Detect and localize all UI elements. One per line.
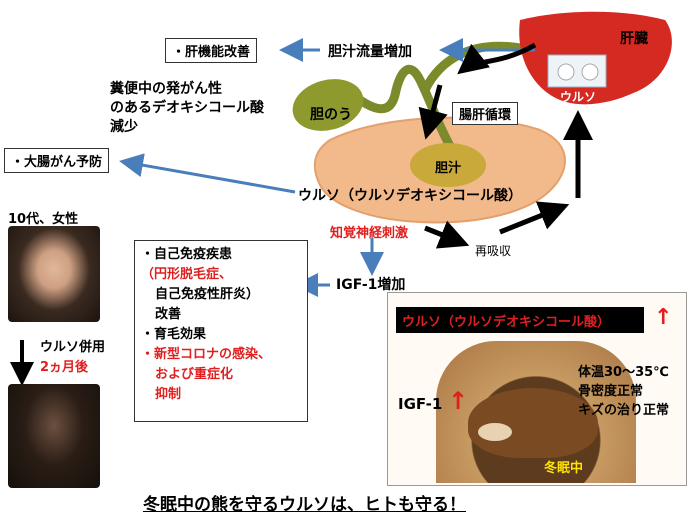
arrow-to-portal [499,201,570,235]
bear-igf-label: IGF-1 [398,395,443,413]
colon-cancer-box: ・大腸がん予防 [4,148,110,173]
before-photo [8,226,100,322]
arrow-liver-to-gall [457,42,537,75]
liver-label: 肝臓 [620,31,648,47]
deoxycholic-text: 糞便中の発がん性 のあるデオキシコール酸 減少 [110,80,264,137]
arrow-reabsorb [424,220,470,249]
bear-snout [478,423,512,441]
fact-temperature: 体温30～35℃ [578,365,669,380]
effect-hepatitis: 自己免疫性肝炎） [155,287,260,302]
bear-panel-header [396,307,644,333]
arrow-duct-down [418,84,448,140]
reabsorption-label: 再吸収 [475,244,512,258]
fact-bone-density: 骨密度正常 [578,384,644,399]
enterohepatic-box: 腸肝循環 [452,102,519,125]
deoxycholic-line-2: のあるデオキシコール酸 [110,100,264,116]
igf-up-arrow-icon: ↑ [448,387,469,415]
effect-alopecia: （円形脱毛症、 [141,267,233,282]
effect-autoimmune: ・自己免疫疾患 [141,247,233,262]
effects-box: ・自己免疫疾患 （円形脱毛症、 自己免疫性肝炎） 改善 ・育毛効果 ・新型コロナ… [134,240,308,422]
urso-full-label: ウルソ（ウルソデオキシコール酸） [298,188,522,204]
effect-hair-growth: ・育毛効果 [141,327,207,342]
up-arrow-icon: ↑ [654,305,673,330]
arrow-to-colon [119,153,296,194]
effect-severe: および重症化 [155,367,234,382]
bear-panel: ウルソ（ウルソデオキシコール酸） ↑ IGF-1 ↑ 体温30～35℃ 骨密度正… [387,292,687,486]
effect-improve: 改善 [155,307,182,322]
igf-increase-label: IGF-1増加 [336,277,406,293]
urso-drug-label: ウルソ [560,90,597,104]
bile-flow-label: 胆汁流量増加 [328,44,412,60]
after-period-label: 2ヵ月後 [40,360,89,375]
deoxycholic-line-3: 減少 [110,119,138,135]
sensory-label: 知覚神経刺激 [330,226,409,241]
fact-healing: キズの治り正常 [578,403,670,418]
after-photo [8,384,100,488]
deoxycholic-line-1: 糞便中の発がん性 [110,81,222,97]
caption: 冬眠中の熊を守るウルソは、ヒトも守る！ [143,495,466,515]
effect-covid: ・新型コロナの感染、 [141,347,272,362]
gallbladder-shape [292,79,364,131]
effect-suppress: 抑制 [155,387,182,402]
hibernation-label: 冬眠中 [544,461,584,476]
bear-facts: 体温30～35℃ 骨密度正常 キズの治り正常 [578,363,669,420]
combined-label: ウルソ併用 [40,340,106,355]
bear-panel-header-text: ウルソ（ウルソデオキシコール酸） [402,315,611,330]
patient-profile-label: 10代、女性 [8,212,79,227]
bile-shape [410,143,486,187]
bile-label: 胆汁 [435,161,462,176]
liver-function-box: ・肝機能改善 [165,38,258,63]
gallbladder-label: 胆のう [310,107,352,123]
